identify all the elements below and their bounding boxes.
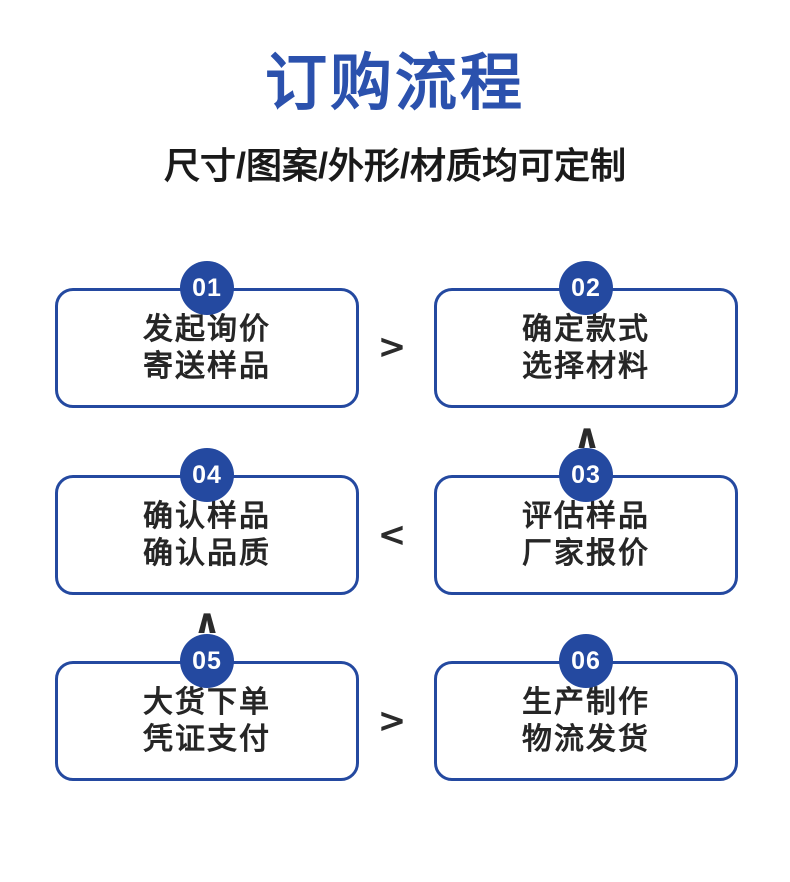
- step-card-01-line1: 发起询价: [143, 313, 271, 346]
- step-card-03[interactable]: 评估样品 厂家报价: [434, 475, 738, 595]
- arrow-right-icon-01-to-02: >: [377, 327, 407, 367]
- step-card-04-text: 确认样品 确认品质: [58, 498, 356, 572]
- arrow-left-icon-03-to-04: <: [377, 515, 407, 555]
- step-card-06-text: 生产制作 物流发货: [437, 684, 735, 758]
- arrow-right-icon-05-to-06: >: [377, 701, 407, 741]
- page-subtitle: 尺寸/图案/外形/材质均可定制: [163, 145, 626, 186]
- step-card-06-line1: 生产制作: [522, 686, 650, 719]
- step-badge-06: 06: [559, 634, 613, 688]
- step-badge-05: 05: [180, 634, 234, 688]
- step-badge-02: 02: [559, 261, 613, 315]
- step-card-05-line1: 大货下单: [143, 686, 271, 719]
- step-card-01-text: 发起询价 寄送样品: [58, 311, 356, 385]
- step-card-04-line1: 确认样品: [143, 500, 271, 533]
- step-badge-03: 03: [559, 448, 613, 502]
- page-title: 订购流程: [264, 49, 525, 118]
- step-card-02-line1: 确定款式: [522, 313, 650, 346]
- step-card-03-text: 评估样品 厂家报价: [437, 498, 735, 572]
- arrow-up-icon-05-to-04: ∧: [193, 602, 221, 642]
- step-badge-01: 01: [180, 261, 234, 315]
- step-card-01[interactable]: 发起询价 寄送样品: [55, 288, 359, 408]
- step-card-03-line2: 厂家报价: [522, 537, 650, 570]
- step-badge-04: 04: [180, 448, 234, 502]
- step-card-05-text: 大货下单 凭证支付: [58, 684, 356, 758]
- step-card-02-line2: 选择材料: [522, 350, 650, 383]
- step-card-03-line1: 评估样品: [522, 500, 650, 533]
- step-card-05-line2: 凭证支付: [143, 723, 271, 756]
- step-card-04-line2: 确认品质: [143, 537, 271, 570]
- step-card-02-text: 确定款式 选择材料: [437, 311, 735, 385]
- step-card-01-line2: 寄送样品: [143, 350, 271, 383]
- step-card-04[interactable]: 确认样品 确认品质: [55, 475, 359, 595]
- step-card-06-line2: 物流发货: [522, 723, 650, 756]
